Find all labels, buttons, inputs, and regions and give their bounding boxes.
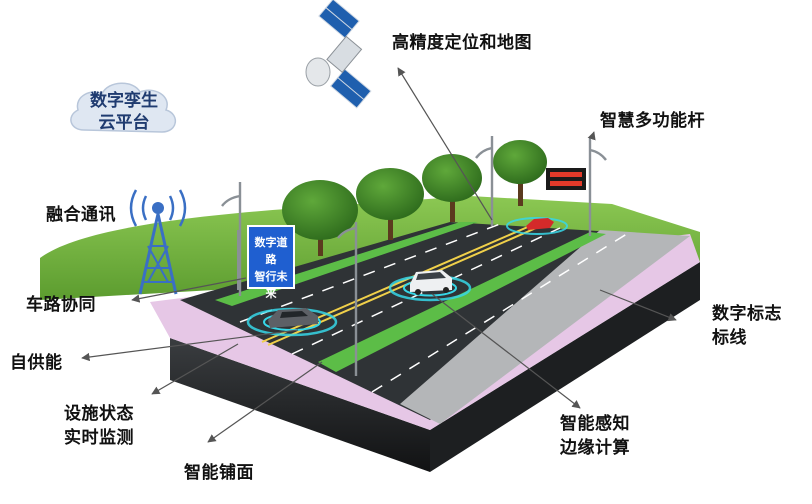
radio-tower-icon <box>129 189 187 295</box>
road-slab-front <box>170 338 430 472</box>
label-digital-marking: 数字标志 标线 <box>712 302 782 350</box>
green-lane-right <box>318 232 606 372</box>
lane-dashes-1 <box>239 223 501 323</box>
label-edge-computing: 智能感知 边缘计算 <box>560 412 630 460</box>
cloud-label-line1: 数字孪生 <box>90 91 158 110</box>
label-hd-map: 高精度定位和地图 <box>392 33 532 52</box>
label-smart-pole: 智慧多功能杆 <box>600 111 705 130</box>
label-smart-pavement: 智能铺面 <box>184 463 254 482</box>
road-sign-line1: 数字道路 <box>254 236 288 266</box>
label-self-power: 自供能 <box>10 353 63 372</box>
label-vehicle-road: 车路协同 <box>26 295 96 314</box>
car-grey <box>268 308 318 328</box>
cloud-label: 数字孪生 云平台 <box>64 90 184 134</box>
satellite-icon <box>305 0 372 109</box>
lane-dashes-2 <box>291 227 561 355</box>
label-facility-line2: 实时监测 <box>64 428 134 447</box>
tree-row <box>282 140 547 256</box>
road-sign-line2: 智行未来 <box>254 270 288 300</box>
led-sign-icon <box>546 168 586 190</box>
cloud-icon <box>70 82 176 133</box>
smart-poles <box>221 136 607 376</box>
car-red <box>526 218 554 230</box>
road-slab-right <box>430 262 700 472</box>
center-line-b <box>267 227 537 346</box>
cloud-label-line2: 云平台 <box>98 113 150 132</box>
label-fusion-comm: 融合通讯 <box>46 205 116 224</box>
sidewalk-strip <box>400 230 690 424</box>
label-edge-line1: 智能感知 <box>560 414 630 433</box>
label-marking-line1: 数字标志 <box>712 304 782 323</box>
label-marking-line2: 标线 <box>712 328 747 347</box>
label-edge-line2: 边缘计算 <box>560 438 630 457</box>
car-white <box>410 270 452 295</box>
label-facility-monitor: 设施状态 实时监测 <box>64 402 134 450</box>
label-facility-line1: 设施状态 <box>64 404 134 423</box>
lane-dashes-3 <box>371 231 631 393</box>
road-sign-text: 数字道路 智行未来 <box>250 234 292 302</box>
pointer-lines <box>81 67 677 443</box>
